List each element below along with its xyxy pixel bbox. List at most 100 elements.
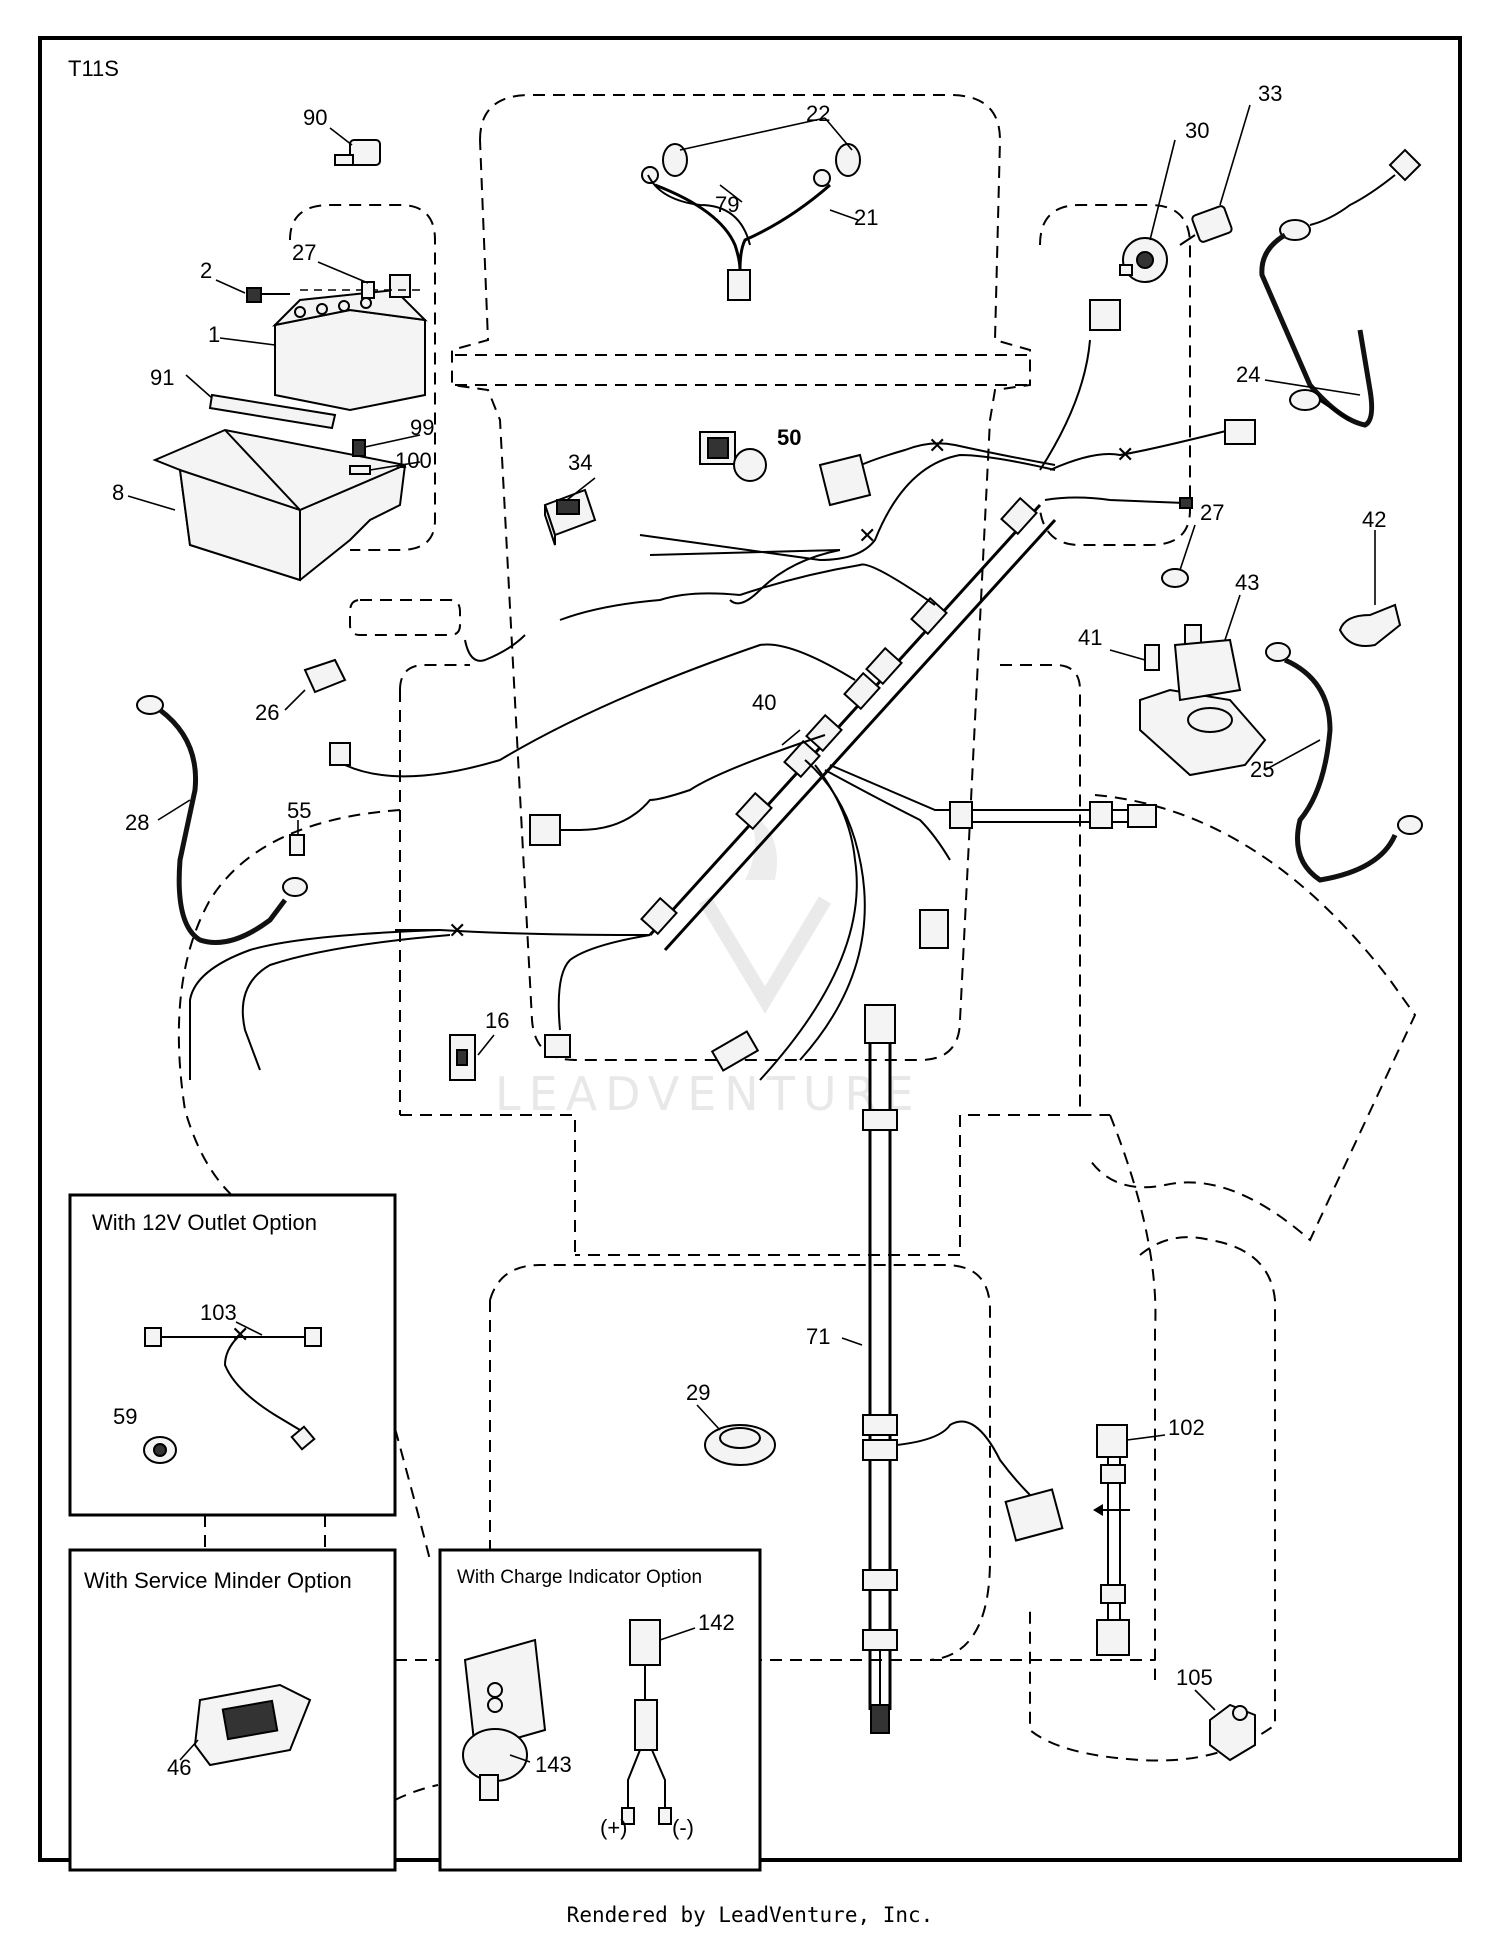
svg-text:✕: ✕ (858, 523, 876, 548)
headlight-harness (641, 143, 861, 301)
svg-text:✕: ✕ (448, 918, 466, 943)
callout-90: 90 (303, 105, 327, 130)
callout-79: 79 (715, 192, 739, 217)
callout-29: 29 (686, 1380, 710, 1405)
battery-cable-24 (1259, 148, 1422, 428)
harness-sleeve (1000, 496, 1038, 536)
callout-1: 1 (208, 322, 220, 347)
ignition-key (1179, 205, 1233, 246)
callout-55: 55 (287, 798, 311, 823)
callout-28: 28 (125, 810, 149, 835)
harness-sleeve (783, 739, 821, 779)
callout-100: 100 (395, 448, 432, 473)
battery (271, 274, 428, 412)
inset-service-minder: With Service Minder Option (68, 1548, 397, 1872)
connector (1179, 497, 1193, 509)
callout-34: 34 (568, 450, 592, 475)
callout-91: 91 (150, 365, 174, 390)
harness-sleeve (1089, 801, 1113, 829)
svg-text:✕: ✕ (231, 1322, 249, 1347)
callout-26: 26 (255, 700, 279, 725)
callout-143: 143 (535, 1752, 572, 1777)
callout-27b: 27 (1200, 500, 1224, 525)
terminal-boot (1338, 603, 1402, 647)
inset-12v-outlet: With 12V Outlet Option ✕ (68, 1193, 397, 1517)
callout-41: 41 (1078, 625, 1102, 650)
fuse (303, 658, 347, 694)
callout-25: 25 (1250, 757, 1274, 782)
grommet-29 (704, 1424, 776, 1466)
switch-34 (543, 488, 597, 546)
callout-59: 59 (113, 1404, 137, 1429)
decal (818, 453, 872, 507)
callout-33: 33 (1258, 81, 1282, 106)
connector (1224, 419, 1256, 445)
watermark: LEADVENTURE (495, 810, 922, 1121)
connector (544, 1034, 571, 1058)
callout-2: 2 (200, 258, 212, 283)
harness-sleeve (865, 646, 903, 686)
callout-46: 46 (167, 1755, 191, 1780)
connector (1089, 299, 1121, 331)
svg-text:✕: ✕ (1116, 442, 1134, 467)
relay-102 (1093, 1424, 1130, 1656)
inset-12v-outlet-title: With 12V Outlet Option (92, 1210, 317, 1235)
screw-99 (352, 439, 366, 457)
callout-24: 24 (1236, 362, 1260, 387)
connector (919, 909, 949, 949)
callout-21: 21 (854, 205, 878, 230)
callout-40: 40 (752, 690, 776, 715)
harness-sleeve (949, 801, 973, 829)
callout-30: 30 (1185, 118, 1209, 143)
callout-71: 71 (806, 1324, 830, 1349)
battery-tray (152, 428, 407, 582)
battery-strap (208, 393, 337, 430)
harness-sleeve (805, 713, 843, 753)
charge-plus-label: (+) (600, 1815, 628, 1840)
footer-credit: Rendered by LeadVenture, Inc. (566, 1903, 934, 1927)
callout-142: 142 (698, 1610, 735, 1635)
harness-sleeve (843, 671, 881, 711)
harness-sleeve (910, 596, 948, 636)
ignition-switch (1119, 237, 1168, 283)
inset-service-minder-title: With Service Minder Option (84, 1568, 352, 1593)
callout-16: 16 (485, 1008, 509, 1033)
callout-8: 8 (112, 480, 124, 505)
callout-43: 43 (1235, 570, 1259, 595)
rear-harness-71 (862, 1004, 1064, 1734)
inset-charge-indicator-title: With Charge Indicator Option (457, 1567, 702, 1588)
callouts: 90 22 33 30 79 21 27 2 1 91 99 100 8 24 … (112, 81, 1386, 1780)
callout-103: 103 (200, 1300, 237, 1325)
connector (1127, 804, 1157, 828)
part-105 (1209, 1703, 1256, 1762)
switch-50 (699, 431, 767, 482)
callout-99: 99 (410, 415, 434, 440)
harness-sleeve (735, 791, 773, 831)
washer-100 (349, 465, 371, 475)
harness-sleeve (640, 896, 678, 936)
ground-cable-28 (136, 695, 308, 945)
screw-55 (289, 834, 305, 856)
watermark-text: LEADVENTURE (495, 1067, 922, 1121)
battery-bolt (246, 281, 420, 303)
solenoid-43 (1139, 568, 1267, 777)
inset-charge-indicator: With Charge Indicator Option (+) (-) (438, 1548, 762, 1872)
clip-part-90 (334, 139, 381, 166)
charge-minus-label: (-) (672, 1815, 694, 1840)
svg-text:✕: ✕ (928, 433, 946, 458)
leader-lines (127, 104, 1376, 1763)
connector (329, 742, 351, 766)
frame-outlines (177, 94, 1417, 1801)
bolt-41 (1144, 644, 1160, 671)
callout-50: 50 (777, 425, 801, 450)
connector (710, 1030, 760, 1072)
connector (529, 814, 561, 846)
battery-cable-25 (1265, 642, 1423, 883)
part-16 (449, 1034, 476, 1081)
diagram-code: T11S (68, 56, 119, 81)
callout-42: 42 (1362, 507, 1386, 532)
callout-102: 102 (1168, 1415, 1205, 1440)
callout-22: 22 (806, 101, 830, 126)
main-harness: ✕ ✕ ✕ ✕ (189, 339, 1231, 1081)
